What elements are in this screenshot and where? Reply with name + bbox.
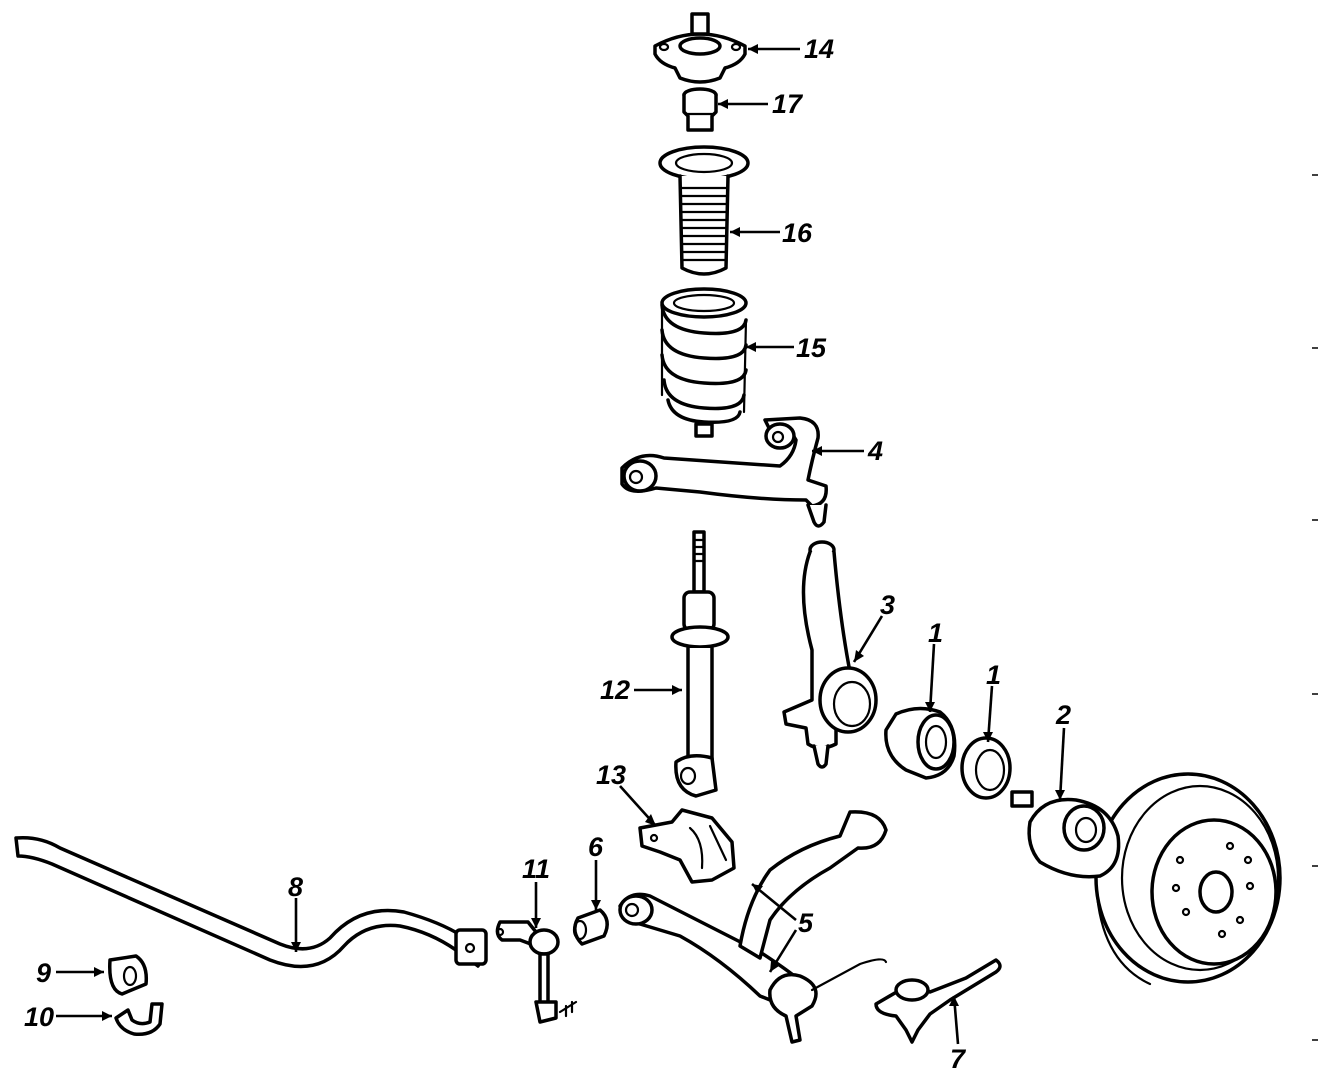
callout-3: 3 — [880, 590, 895, 620]
wheel-seal — [960, 736, 1012, 800]
callout-12: 12 — [600, 675, 630, 705]
hub-and-rotor — [1010, 772, 1282, 986]
callout-4: 4 — [867, 436, 883, 466]
callout-8: 8 — [288, 872, 303, 902]
callout-16: 16 — [782, 218, 813, 248]
steering-knuckle — [782, 540, 878, 769]
stabilizer-bracket — [114, 1002, 164, 1037]
strut-mount — [653, 12, 747, 84]
margin-ticks — [1312, 174, 1318, 1041]
leader-lines — [56, 44, 1066, 1045]
lower-control-arm — [618, 810, 888, 1044]
bump-stop — [682, 87, 718, 132]
callout-10: 10 — [24, 1002, 54, 1032]
callout-15: 15 — [796, 333, 827, 363]
bushing — [572, 908, 609, 946]
callout-13: 13 — [596, 760, 626, 790]
callout-1-bearing: 1 — [928, 618, 943, 648]
ball-joint — [874, 958, 1002, 1044]
wheel-bearing — [884, 706, 957, 780]
bracket — [638, 808, 736, 884]
callout-14: 14 — [804, 34, 834, 64]
stabilizer-bushing — [108, 954, 149, 996]
callout-labels: 14 17 16 15 4 3 1 1 2 12 13 6 11 8 5 9 1… — [24, 34, 1071, 1072]
dust-boot — [658, 145, 750, 276]
callout-1-seal: 1 — [986, 660, 1001, 690]
strut — [670, 530, 730, 798]
callout-7: 7 — [950, 1044, 967, 1072]
stabilizer-bar — [14, 835, 488, 969]
callout-17: 17 — [772, 89, 804, 119]
callout-6: 6 — [588, 832, 604, 862]
coil-spring — [660, 287, 748, 438]
callout-9: 9 — [36, 958, 51, 988]
stabilizer-link — [495, 920, 578, 1024]
callout-11: 11 — [522, 854, 550, 884]
callout-5: 5 — [798, 908, 814, 938]
upper-control-arm — [620, 416, 828, 528]
callout-2: 2 — [1055, 700, 1071, 730]
